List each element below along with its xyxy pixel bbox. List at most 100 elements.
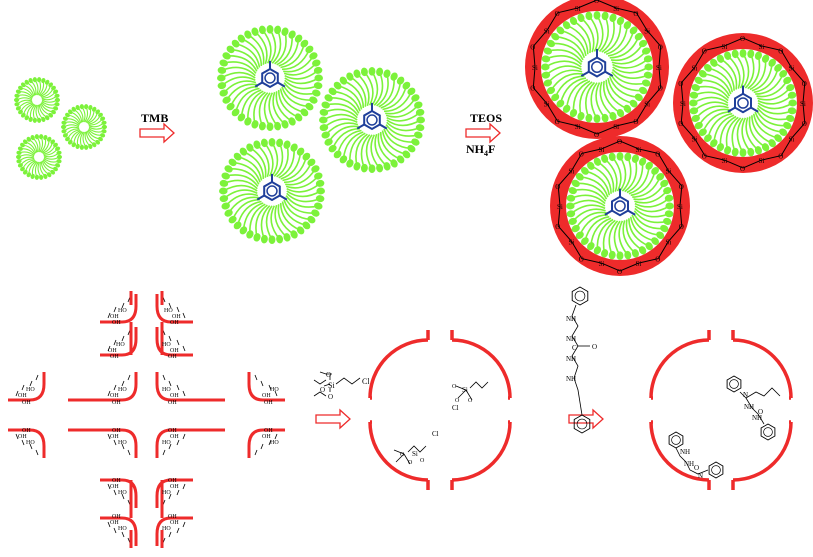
silanol-label: OH [168,400,177,406]
oh-bond [162,374,166,381]
lipid-head [28,78,33,84]
tmb-label: TMB [141,111,168,125]
silanol-label: OH [22,400,31,406]
shell-o-label: O [679,183,684,191]
lipid-head [79,144,84,150]
lipid-head [593,157,602,166]
si-o-bond [403,453,411,465]
lipid-head [222,52,231,60]
shell-o-label: O [740,165,745,173]
lipid-head [34,174,39,180]
pore-arc [451,421,512,482]
lipid-head [569,16,578,26]
shell-o-label: O [555,118,560,126]
lipid-head [219,195,229,203]
porous-framework: OHHOOHOHHOOHOHHOOHOHHOOHOHHOOHOHHOOHOHHO… [8,291,285,548]
grafted-o-label: O [408,460,413,466]
lipid-head [56,159,62,164]
silanol-label: HO [118,526,127,532]
lipid-head [638,157,647,166]
aromatic-circle [763,427,773,437]
lipid-head [274,121,282,131]
grafted-si-label: Si [462,386,468,394]
urea-nh-label: NH [566,375,576,383]
oh-bond [274,390,278,397]
lipid-head [577,13,585,23]
lipid-head [376,163,384,173]
lipid-head [664,210,674,218]
silanol-label: OH [108,348,117,354]
lipid-head [616,251,624,261]
aromatic-circle [576,418,588,430]
lipid-head [608,250,616,260]
lipid-head [360,67,368,77]
lipid-head [17,146,23,151]
coated-micelle [689,48,797,158]
lipid-head [231,39,240,48]
lipid-head [747,147,755,157]
shell-si-label: Si [692,65,698,73]
lipid-head [217,82,227,90]
oh-bond [268,439,272,446]
oh-bond [121,443,125,450]
lipid-head [623,21,632,30]
lipid-head [663,187,672,195]
shell-si-label: Si [677,203,683,211]
benzene-ring [734,92,752,114]
lipid-head [37,77,42,83]
silanol-label: OH [112,514,121,520]
lipid-head [411,138,420,146]
shell-si-label: Si [569,168,575,176]
lipid-head [716,143,725,152]
pore-arc [451,338,512,399]
shell-si-label: Si [800,100,806,108]
phenyl-ring [571,286,589,306]
lipid-head [541,71,551,79]
lipid-head [324,94,333,102]
coated-micelle [566,151,674,261]
wall-curve [155,372,193,402]
silane-arrow-icon [315,409,351,429]
lipid-head [41,116,46,122]
lipid-head [609,13,617,23]
phenyl-ring [668,431,684,449]
lipid-head [288,30,296,39]
tmb-ring-icon [254,60,286,89]
lipid-head [54,97,61,103]
lipid-head [731,147,739,157]
lipid-head [321,131,330,139]
micelle-layer [14,10,797,261]
oh-bond [113,439,117,446]
oh-bond [113,527,117,534]
oh-bond [182,312,186,319]
lipid-head [244,30,252,39]
lipid-head [571,224,580,233]
lipid-head [14,102,20,107]
silane-oxygen-3: O [328,393,333,401]
lipid-head [360,163,368,173]
oh-bond [176,527,180,534]
silanol-label: HO [26,440,35,446]
methyl-bond [727,106,736,113]
shell-si-label: Si [759,43,765,51]
lipid-head [290,230,298,239]
lipid-head [698,128,707,136]
lipid-head [51,85,56,91]
lipid-head [266,122,274,132]
silanol-label: HO [162,440,171,446]
shell-o-label: O [530,43,535,51]
oh-bond [254,449,258,456]
silanol-label: OH [22,428,31,434]
methyl-bond [356,123,365,130]
lipid-head [319,124,329,132]
shell-si-label: Si [575,123,581,131]
lipid-head [253,140,261,149]
final-o-label: O [694,464,699,472]
tmb-ring-icon [580,48,614,78]
lipid-head [407,144,416,153]
lipid-head [414,131,423,139]
lipid-head [593,246,602,255]
lipid-head [233,152,242,161]
